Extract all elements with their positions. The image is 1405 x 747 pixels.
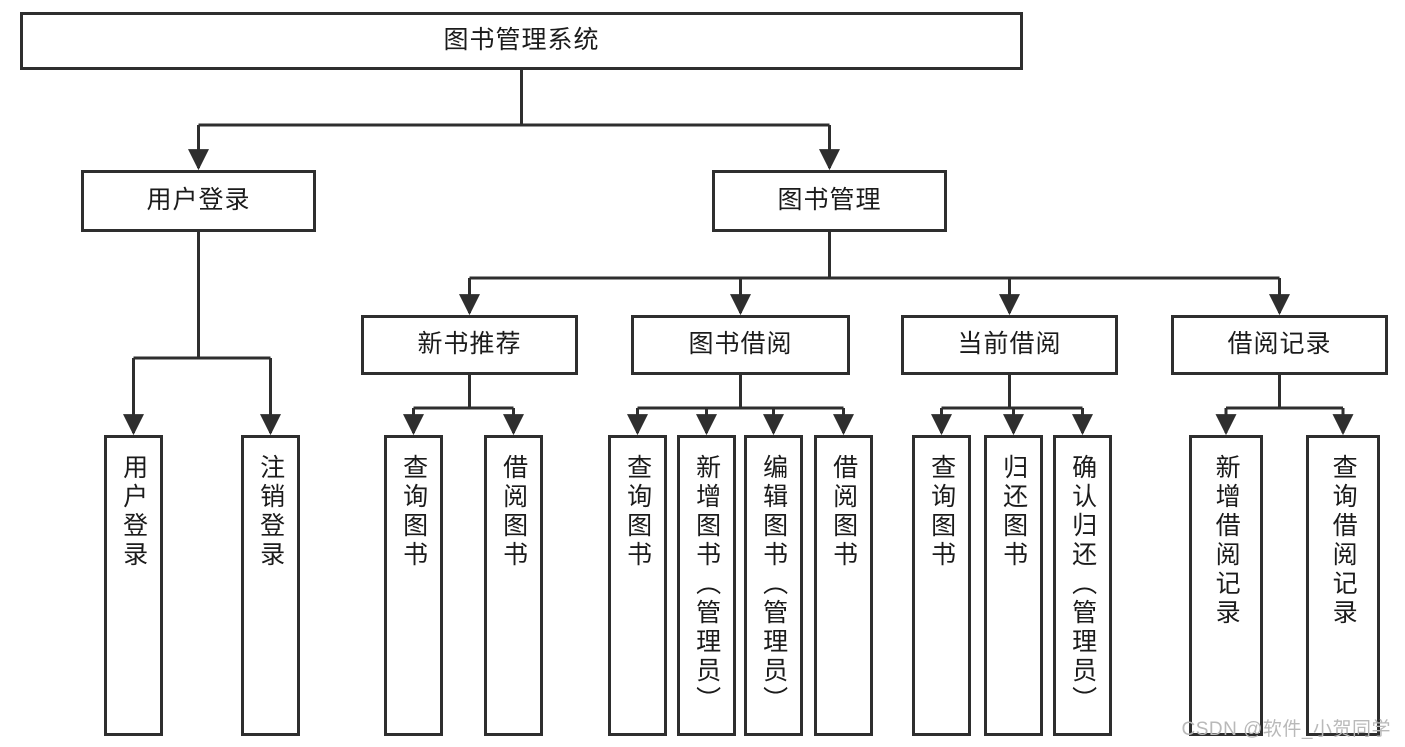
node-leaf-add-record-label: 新增借阅记录	[1212, 454, 1241, 628]
node-leaf-add-record[interactable]: 新增借阅记录	[1189, 435, 1263, 736]
node-book-manage[interactable]: 图书管理	[712, 170, 947, 232]
node-new-book-recommend[interactable]: 新书推荐	[361, 315, 578, 375]
node-leaf-edit-book-label: 编辑图书（管理员）	[759, 454, 788, 715]
node-leaf-edit-book[interactable]: 编辑图书（管理员）	[744, 435, 803, 736]
node-leaf-return-book-label: 归还图书	[999, 454, 1028, 570]
node-leaf-query-book-1[interactable]: 查询图书	[384, 435, 443, 736]
node-leaf-confirm-return-label: 确认归还（管理员）	[1068, 454, 1097, 715]
node-borrow-record[interactable]: 借阅记录	[1171, 315, 1388, 375]
node-leaf-user-login-label: 用户登录	[119, 454, 148, 570]
node-leaf-add-book-label: 新增图书（管理员）	[692, 454, 721, 715]
node-leaf-query-book-3-label: 查询图书	[927, 454, 956, 570]
node-leaf-user-login[interactable]: 用户登录	[104, 435, 163, 736]
node-leaf-query-book-1-label: 查询图书	[399, 454, 428, 570]
node-book-borrow[interactable]: 图书借阅	[631, 315, 850, 375]
node-leaf-borrow-book-2[interactable]: 借阅图书	[814, 435, 873, 736]
node-leaf-query-record[interactable]: 查询借阅记录	[1306, 435, 1380, 736]
node-user-login-label: 用户登录	[146, 186, 251, 215]
node-current-borrow-label: 当前借阅	[957, 330, 1062, 359]
node-leaf-borrow-book-2-label: 借阅图书	[829, 454, 858, 570]
node-root[interactable]: 图书管理系统	[20, 12, 1023, 70]
node-leaf-query-book-2[interactable]: 查询图书	[608, 435, 667, 736]
node-leaf-confirm-return[interactable]: 确认归还（管理员）	[1053, 435, 1112, 736]
node-user-login[interactable]: 用户登录	[81, 170, 316, 232]
node-leaf-borrow-book-1[interactable]: 借阅图书	[484, 435, 543, 736]
node-book-borrow-label: 图书借阅	[688, 330, 793, 359]
node-new-book-recommend-label: 新书推荐	[417, 330, 522, 359]
node-borrow-record-label: 借阅记录	[1227, 330, 1332, 359]
node-root-label: 图书管理系统	[443, 26, 600, 55]
node-leaf-borrow-book-1-label: 借阅图书	[499, 454, 528, 570]
node-leaf-query-record-label: 查询借阅记录	[1329, 454, 1358, 628]
node-book-manage-label: 图书管理	[777, 186, 882, 215]
node-current-borrow[interactable]: 当前借阅	[901, 315, 1118, 375]
node-leaf-return-book[interactable]: 归还图书	[984, 435, 1043, 736]
node-leaf-query-book-2-label: 查询图书	[623, 454, 652, 570]
node-leaf-user-logout[interactable]: 注销登录	[241, 435, 300, 736]
node-leaf-query-book-3[interactable]: 查询图书	[912, 435, 971, 736]
node-leaf-add-book[interactable]: 新增图书（管理员）	[677, 435, 736, 736]
node-leaf-user-logout-label: 注销登录	[256, 454, 285, 570]
watermark: CSDN @软件_小贺同学	[1181, 719, 1391, 740]
